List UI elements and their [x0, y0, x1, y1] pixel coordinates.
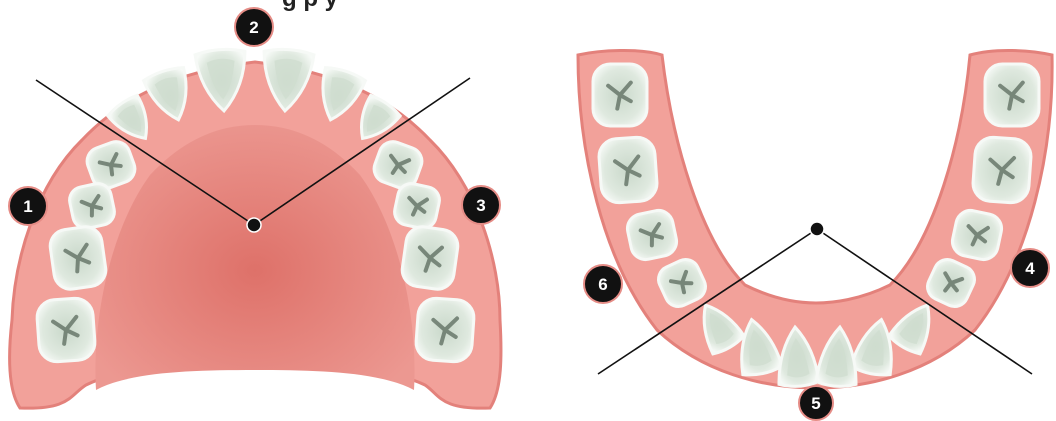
- title-fragment: g p y: [282, 0, 339, 12]
- region-badge-1[interactable]: 1: [9, 187, 47, 225]
- upper-center-point: [247, 218, 261, 232]
- upper-molar-left-1: [48, 225, 108, 292]
- upper-molar-right-1: [400, 225, 460, 292]
- svg-text:5: 5: [811, 394, 820, 413]
- svg-text:4: 4: [1025, 259, 1035, 278]
- svg-text:1: 1: [23, 197, 32, 216]
- svg-text:3: 3: [476, 196, 485, 215]
- region-badge-2[interactable]: 2: [235, 8, 273, 46]
- lower-premolar-left-2: [625, 208, 680, 263]
- svg-text:6: 6: [598, 275, 607, 294]
- lower-molar-right-2: [985, 64, 1039, 126]
- lower-premolar-right-2: [950, 208, 1005, 263]
- lower-arch: [578, 50, 1052, 388]
- region-badge-3[interactable]: 3: [462, 186, 500, 224]
- upper-premolar-left-2: [67, 181, 117, 231]
- lower-molar-left-2: [593, 64, 647, 126]
- lower-molar-right-1: [972, 136, 1032, 204]
- upper-premolar-right-2: [392, 181, 442, 231]
- lower-molar-left-1: [598, 136, 658, 204]
- upper-molar-right-2: [415, 297, 475, 363]
- lower-center-point: [810, 222, 824, 236]
- svg-text:2: 2: [249, 18, 258, 37]
- region-badge-5[interactable]: 5: [799, 386, 833, 420]
- region-badge-4[interactable]: 4: [1011, 249, 1049, 287]
- upper-molar-left-2: [36, 297, 96, 363]
- region-badge-6[interactable]: 6: [584, 265, 622, 303]
